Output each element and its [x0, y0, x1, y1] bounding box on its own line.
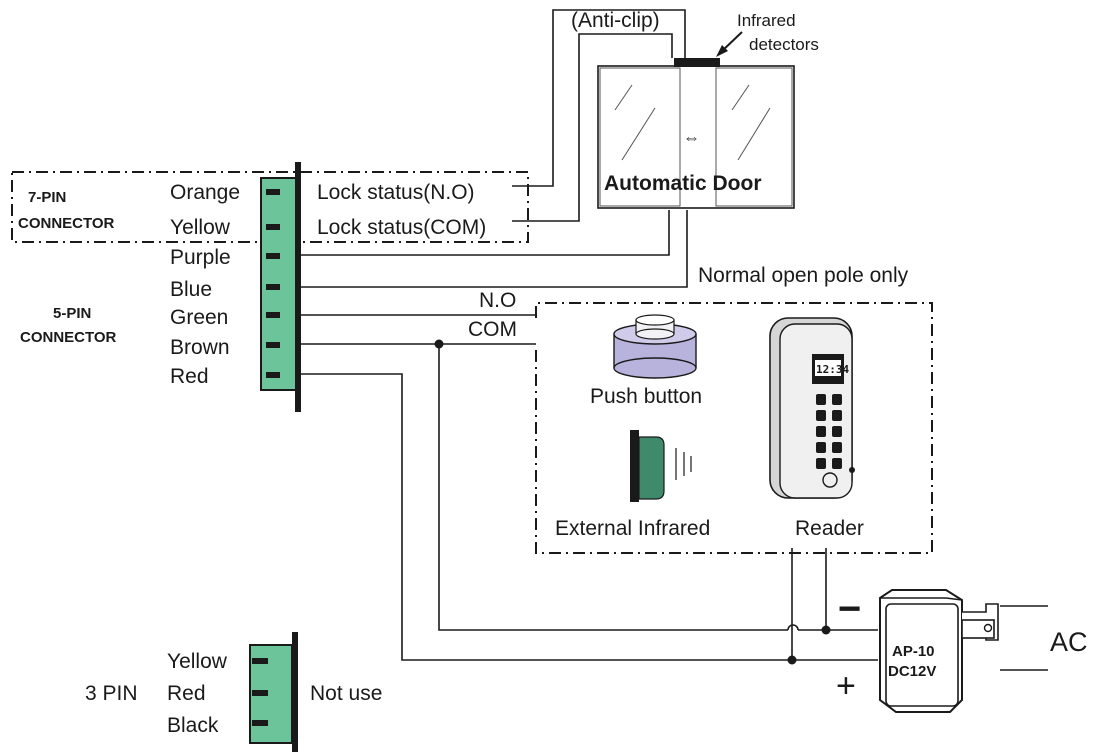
wire-label-blue: Blue: [170, 278, 212, 301]
ac-label: AC: [1050, 627, 1088, 657]
no-label: N.O: [479, 289, 516, 312]
infrared-detectors-label-2: detectors: [749, 35, 819, 54]
reader-icon: [769, 317, 855, 499]
wire-red: [300, 373, 878, 661]
wires: [300, 9, 1048, 671]
door-arrow-icon: ⇔: [683, 128, 700, 147]
external-infrared-label: External Infrared: [555, 517, 710, 540]
main-connector-pins: [266, 189, 280, 378]
three-pin-title: 3 PIN: [85, 682, 138, 705]
reader-display-text: 12:34: [816, 363, 849, 376]
power-minus-sign: −: [838, 587, 861, 631]
anti-clip-label: (Anti-clip): [571, 9, 660, 32]
infrared-detector-bar: [674, 58, 720, 67]
three-pin-label-red: Red: [167, 682, 206, 705]
not-use-label: Not use: [310, 682, 382, 705]
wire-blue: [300, 210, 688, 288]
wire-label-purple: Purple: [170, 246, 231, 269]
infrared-pointer-arrow: [716, 31, 743, 57]
automatic-door: [597, 58, 795, 209]
external-infrared-icon: [630, 430, 692, 502]
power-model-label: AP-10: [892, 643, 935, 660]
devices-dashed-box: [535, 302, 933, 554]
wire-brown-to-minus: [438, 344, 788, 631]
automatic-door-title: Automatic Door: [604, 172, 762, 195]
lock-status-no-label: Lock status(N.O): [317, 181, 475, 204]
normal-open-label: Normal open pole only: [698, 264, 909, 287]
push-button-icon: [613, 314, 697, 379]
wire-label-brown: Brown: [170, 336, 230, 359]
wire-label-green: Green: [170, 306, 228, 329]
wire-lock-no: [512, 9, 686, 187]
infrared-detectors-label-1: Infrared: [737, 11, 796, 30]
three-pin-connector-pins: [252, 658, 268, 726]
wire-lock-com: [512, 33, 673, 222]
lock-status-com-label: Lock status(COM): [317, 216, 486, 239]
five-pin-title-line2: CONNECTOR: [20, 329, 117, 346]
com-label: COM: [468, 318, 517, 341]
junction-dots: [434, 339, 831, 665]
seven-pin-title-line1: 7-PIN: [28, 189, 66, 206]
wire-label-yellow: Yellow: [170, 216, 231, 239]
wire-label-orange: Orange: [170, 181, 240, 204]
reader-label: Reader: [795, 517, 864, 540]
wire-purple: [300, 210, 670, 256]
power-plus-sign: +: [836, 667, 856, 705]
three-pin-label-yellow: Yellow: [167, 650, 228, 673]
power-voltage-label: DC12V: [888, 663, 936, 680]
five-pin-title-line1: 5-PIN: [53, 305, 91, 322]
seven-pin-title-line2: CONNECTOR: [18, 215, 115, 232]
push-button-label: Push button: [590, 385, 702, 408]
power-adapter-icon: [879, 589, 999, 713]
wire-label-red: Red: [170, 365, 209, 388]
three-pin-label-black: Black: [167, 714, 219, 737]
